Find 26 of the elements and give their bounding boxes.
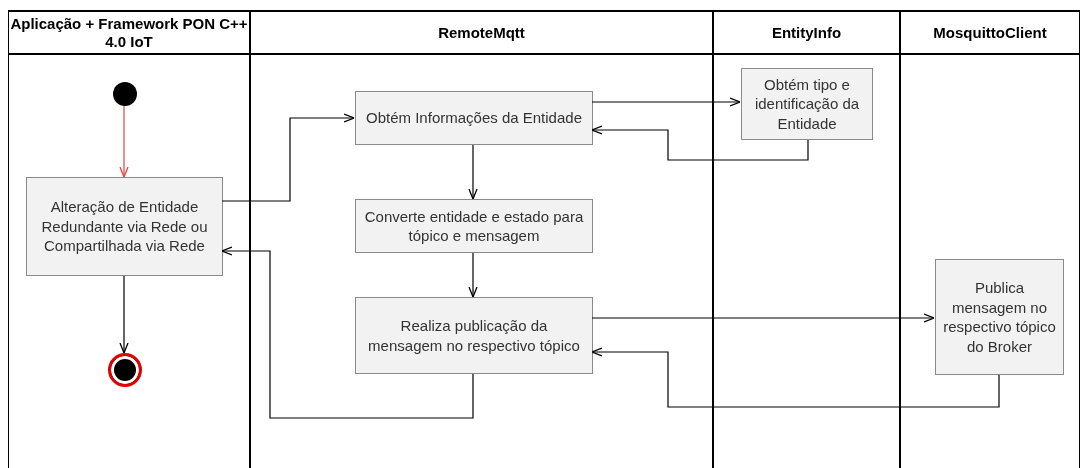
- swimlane: [900, 10, 1080, 468]
- action-box: Publica mensagem no respectivo tópico do Broker: [935, 259, 1064, 375]
- arrow: [221, 113, 355, 202]
- arrow: [591, 97, 741, 107]
- action-box: Alteração de Entidade Redundante via Rede ou Compartilhada via Rede: [26, 177, 223, 276]
- lane-header: RemoteMqtt: [438, 23, 525, 42]
- lane-header: EntityInfo: [771, 23, 842, 42]
- lane-header: Aplicação + Framework PON C++ 4.0 IoT: [9, 14, 249, 51]
- arrow: [119, 105, 129, 178]
- swimlane: [250, 10, 713, 468]
- arrow: [591, 125, 809, 161]
- initial-node: [113, 82, 137, 106]
- arrow: [119, 275, 129, 354]
- action-box: Obtém Informações da Entidade: [355, 91, 593, 145]
- arrow: [468, 144, 478, 200]
- arrow: [591, 313, 935, 323]
- final-node: [108, 353, 142, 387]
- arrow: [221, 246, 474, 419]
- lane-header: MosquittoClient: [933, 23, 1047, 42]
- swimlane: [8, 10, 250, 468]
- arrow: [468, 252, 478, 298]
- action-box: Obtém tipo e identificação da Entidade: [741, 68, 873, 140]
- action-box: Converte entidade e estado para tópico e mensagem: [355, 199, 593, 253]
- action-box: Realiza publicação da mensagem no respectivo tópico: [355, 297, 593, 374]
- swimlane: [713, 10, 900, 468]
- arrow: [591, 347, 1000, 408]
